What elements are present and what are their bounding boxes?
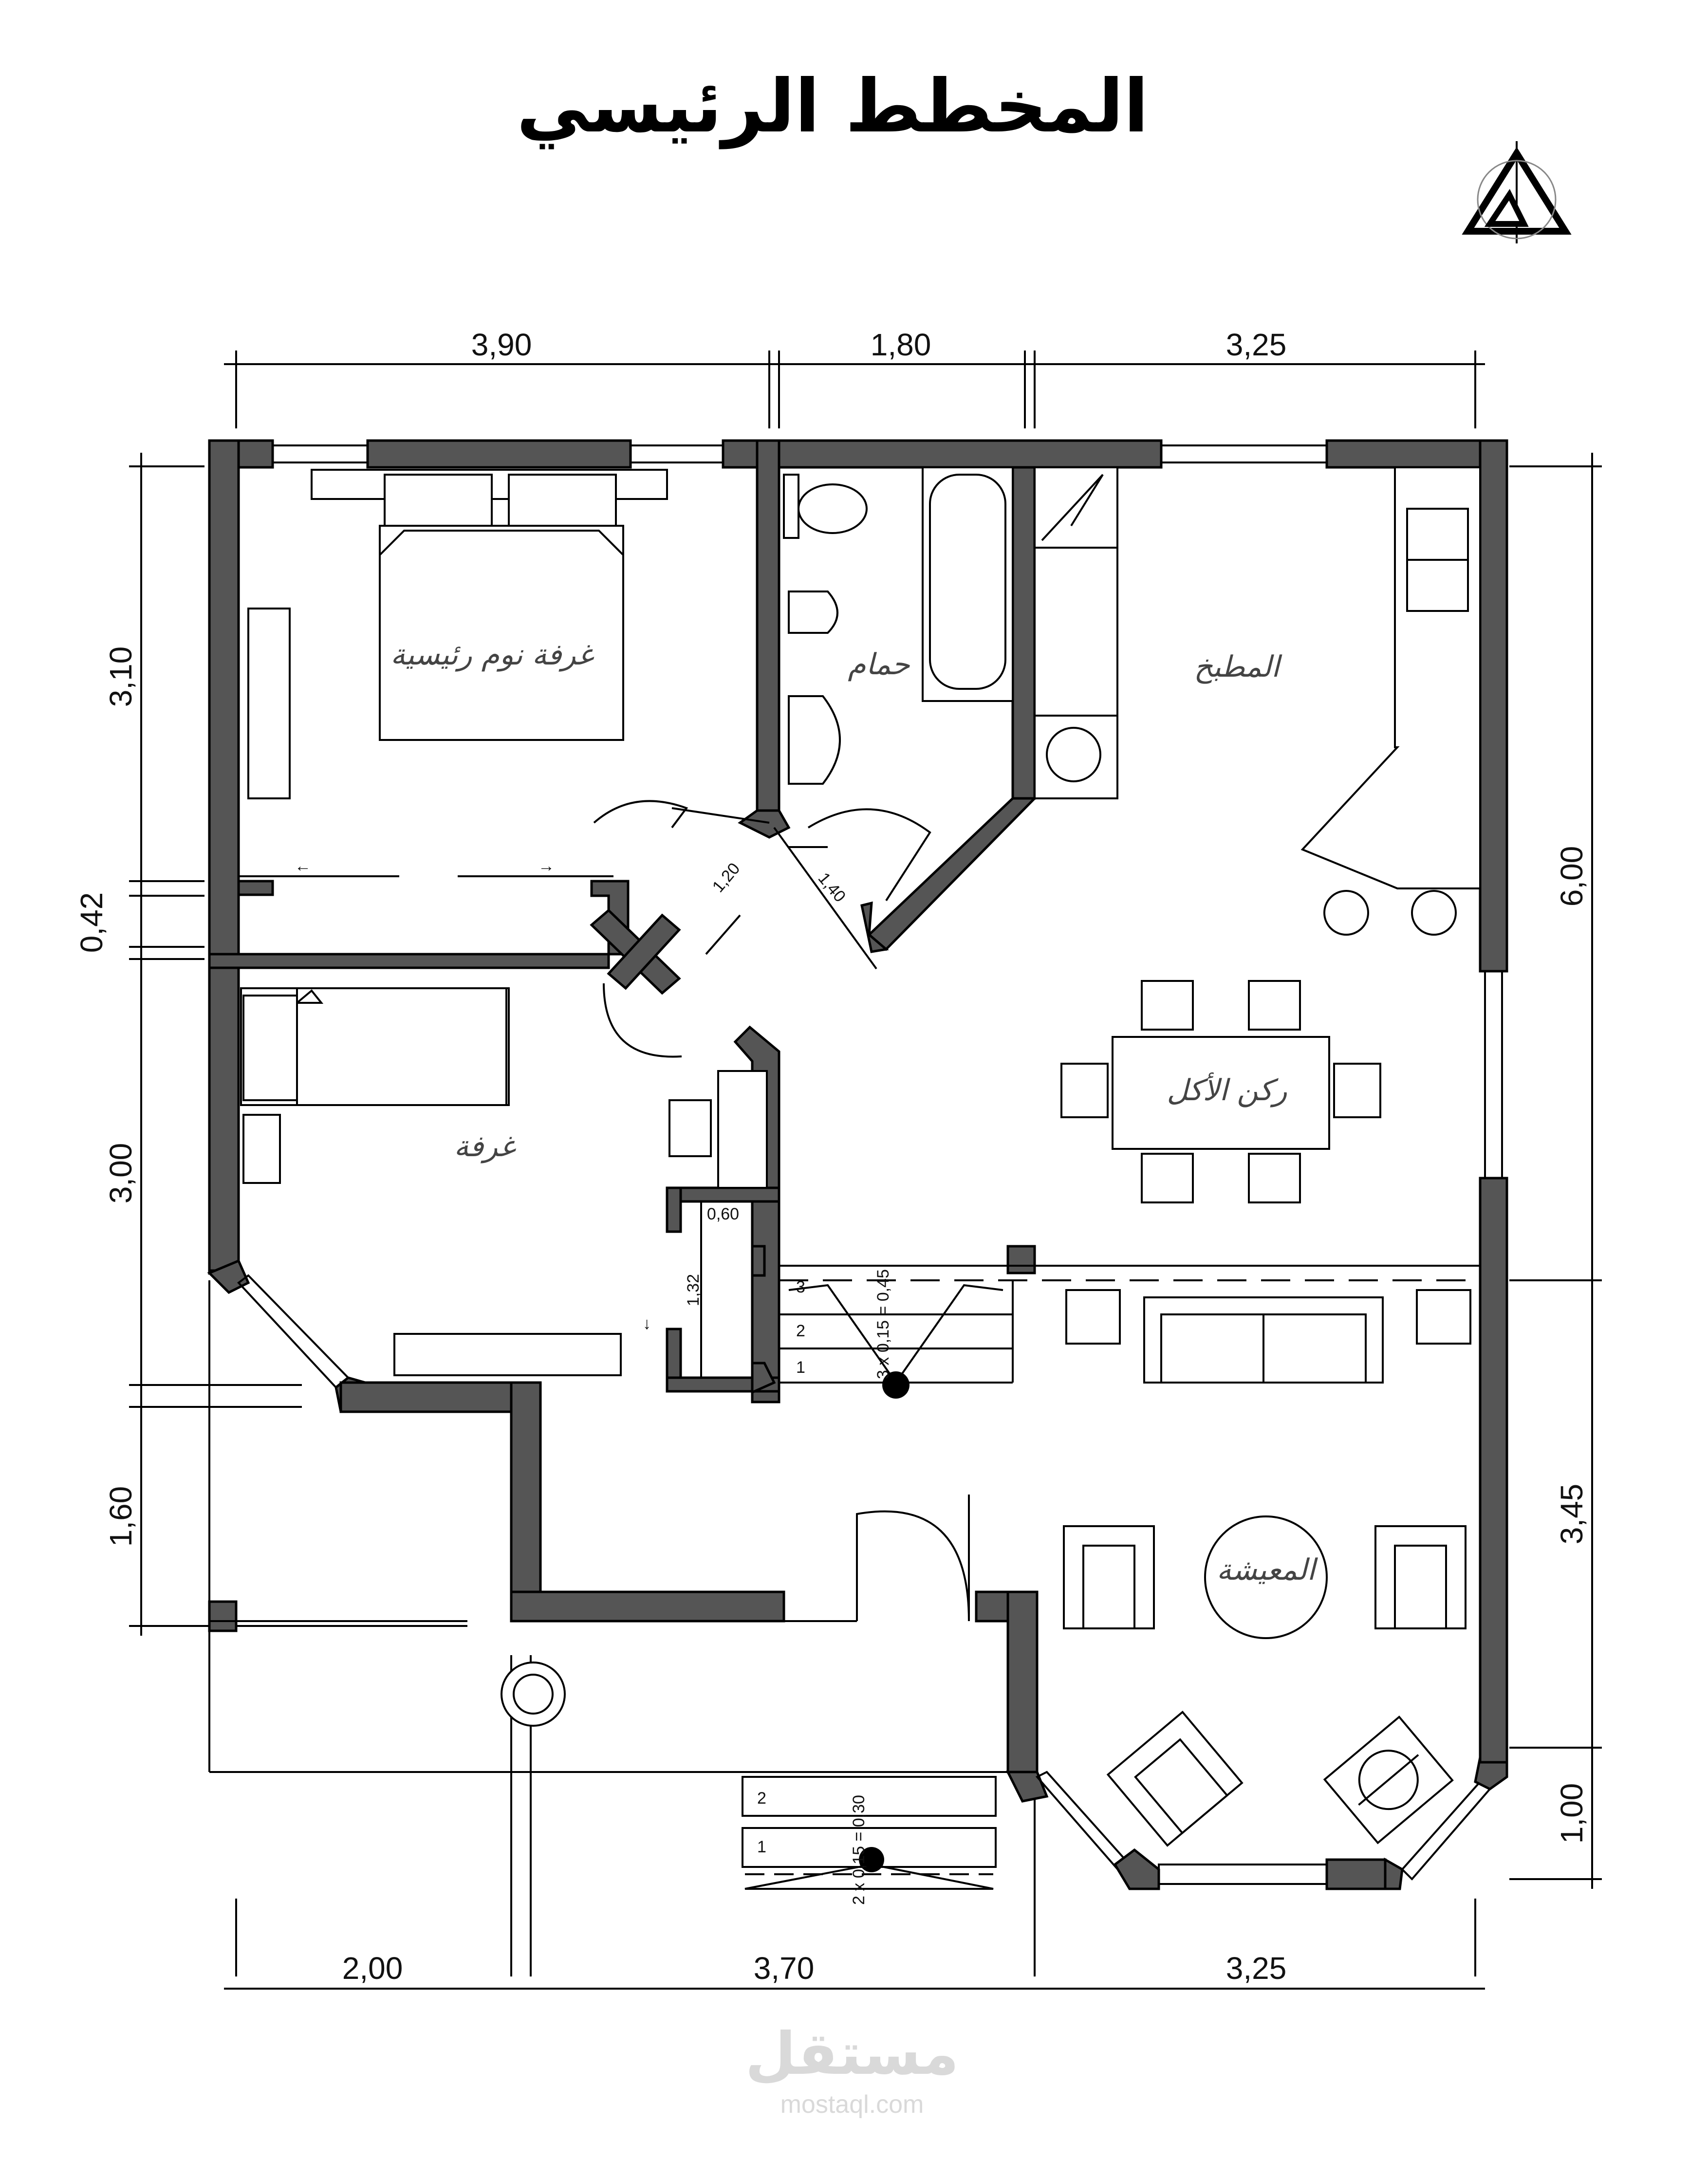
inner-stairs bbox=[779, 1265, 1480, 1384]
walls bbox=[207, 439, 1508, 1890]
dim-left-2: 0,42 bbox=[74, 892, 109, 953]
stair-start-dot bbox=[882, 1371, 910, 1399]
dim-left-3: 3,00 bbox=[103, 1143, 138, 1204]
inner-step-3: 3 bbox=[796, 1278, 805, 1296]
dim-right-1: 6,00 bbox=[1554, 846, 1589, 907]
dim-right-2: 3,45 bbox=[1554, 1484, 1589, 1545]
inner-stair-formula: 3 x 0,15 = 0,45 bbox=[874, 1269, 892, 1379]
outer-stair-formula: 2 x 0,15 = 0,30 bbox=[850, 1795, 868, 1905]
dim-bottom-2: 3,70 bbox=[754, 1951, 815, 1986]
inner-step-2: 2 bbox=[796, 1322, 805, 1340]
furniture: ← → bbox=[239, 466, 1481, 1847]
outer-step-2: 2 bbox=[757, 1789, 766, 1808]
label-bathroom: حمام bbox=[848, 647, 910, 682]
label-master-bedroom: غرفة نوم رئيسية bbox=[390, 638, 594, 672]
label-living: المعيشة bbox=[1217, 1553, 1318, 1587]
svg-text:→: → bbox=[538, 857, 555, 875]
plan-title: المخطط الرئيسي bbox=[517, 64, 1149, 149]
dim-left-1: 3,10 bbox=[103, 646, 138, 707]
svg-text:↓: ↓ bbox=[643, 1314, 651, 1333]
closet-height: 1,32 bbox=[684, 1274, 703, 1306]
dim-left-4: 1,60 bbox=[103, 1486, 138, 1547]
dim-top-1: 3,90 bbox=[471, 327, 532, 362]
label-kitchen: المطبخ bbox=[1194, 650, 1282, 684]
outer-stair-dot bbox=[859, 1847, 884, 1872]
dim-right-3: 1,00 bbox=[1554, 1783, 1589, 1844]
watermark-site: mostaql.com bbox=[780, 2090, 924, 2119]
dim-bottom-3: 3,25 bbox=[1226, 1951, 1287, 1986]
logo-icon bbox=[1462, 141, 1572, 243]
door-width-1: 1,20 bbox=[709, 859, 744, 896]
closet-width: 0,60 bbox=[707, 1205, 739, 1223]
inner-step-1: 1 bbox=[796, 1358, 805, 1377]
svg-text:←: ← bbox=[295, 857, 311, 875]
label-dining: ركن الأكل bbox=[1167, 1072, 1287, 1108]
doors bbox=[593, 800, 970, 1622]
outer-step-1: 1 bbox=[757, 1838, 766, 1856]
dim-top-3: 3,25 bbox=[1226, 327, 1287, 362]
label-room: غرفة bbox=[454, 1129, 516, 1163]
porch-outline bbox=[208, 1280, 1008, 1773]
watermark-brand: مستقل bbox=[745, 2020, 959, 2088]
dimension-lines bbox=[129, 351, 1602, 1990]
dim-top-2: 1,80 bbox=[871, 327, 931, 362]
door-width-2: 1,40 bbox=[815, 869, 850, 905]
dim-bottom-1: 2,00 bbox=[342, 1951, 403, 1986]
